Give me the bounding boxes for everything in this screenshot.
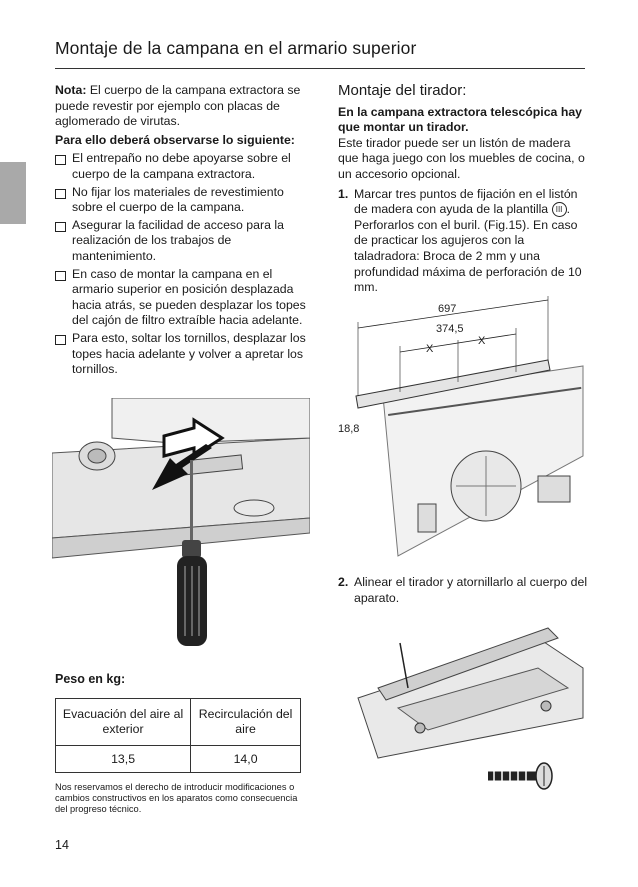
template-symbol-icon: III [551, 202, 567, 218]
table-cell: 13,5 [54, 745, 192, 773]
step-text: Marcar tres puntos de fijación en el lis… [354, 186, 582, 295]
dim-x2-label: X [478, 335, 486, 347]
checklist-item: El entrepaño no debe apoyarse sobre el c… [55, 151, 310, 182]
step-number: 1. [338, 186, 349, 201]
dim-inner-label: 374,5 [436, 323, 464, 335]
checkbox-icon [55, 188, 66, 199]
figure-hood-handle-screw [357, 627, 584, 790]
dim-x1-label: X [426, 343, 434, 355]
intro-paragraph: Este tirador puede ser un listón de made… [338, 135, 585, 181]
left-column: Nota: El cuerpo de la campana extractora… [55, 83, 310, 380]
checkbox-icon [55, 334, 66, 345]
note-text: El cuerpo de la campana extractora se pu… [55, 83, 301, 129]
step-item: 2. Alinear el tirador y atornillarlo al … [338, 575, 588, 606]
checklist-item: En caso de montar la campana en el armar… [55, 267, 310, 329]
table-header-cell: Recirculación del aire [190, 698, 301, 746]
section-tab [0, 162, 26, 224]
checklist-item: Para esto, soltar los tornillos, desplaz… [55, 331, 310, 378]
footnote: Nos reservamos el derecho de introducir … [55, 782, 298, 815]
dim-side-label: 18,8 [338, 423, 359, 435]
section-subheading: En la campana extractora telescópica hay… [338, 104, 583, 135]
checkbox-icon [55, 270, 66, 281]
table-header-cell: Evacuación del aire al exterior [54, 698, 192, 746]
title-rule [55, 68, 585, 69]
observe-heading: Para ello deberá observarse lo siguiente… [55, 132, 295, 147]
table-cell: 14,0 [190, 745, 301, 773]
page-title: Montaje de la campana en el armario supe… [55, 38, 417, 58]
checkbox-icon [55, 155, 66, 166]
step-text: Alinear el tirador y atornillarlo al cue… [354, 575, 588, 605]
step-two-block: 2. Alinear el tirador y atornillarlo al … [338, 571, 588, 606]
dim-total-label: 697 [438, 303, 456, 315]
table-row: 13,5 14,0 [54, 745, 301, 773]
note-paragraph: Nota: El cuerpo de la campana extractora… [55, 83, 310, 130]
table-row: Evacuación del aire al exterior Recircul… [54, 698, 301, 746]
figure-filter-stop-screwdriver [52, 398, 310, 666]
weight-table: Evacuación del aire al exterior Recircul… [54, 698, 301, 773]
note-label: Nota: [55, 83, 87, 97]
right-column: Montaje del tirador: En la campana extra… [338, 83, 588, 296]
step-number: 2. [338, 575, 349, 589]
step-item: 1. Marcar tres puntos de fijación en el … [338, 187, 588, 296]
section-heading: Montaje del tirador: [338, 82, 467, 99]
checkbox-icon [55, 221, 66, 232]
checklist-item: Asegurar la facilidad de acceso para la … [55, 218, 310, 265]
figure-template-dimensions: 697 374,5 X X 18,8 [338, 296, 584, 557]
page-number: 14 [55, 838, 69, 852]
checklist-item: No fijar los materiales de revestimiento… [55, 185, 310, 216]
weight-label: Peso en kg: [55, 672, 126, 686]
